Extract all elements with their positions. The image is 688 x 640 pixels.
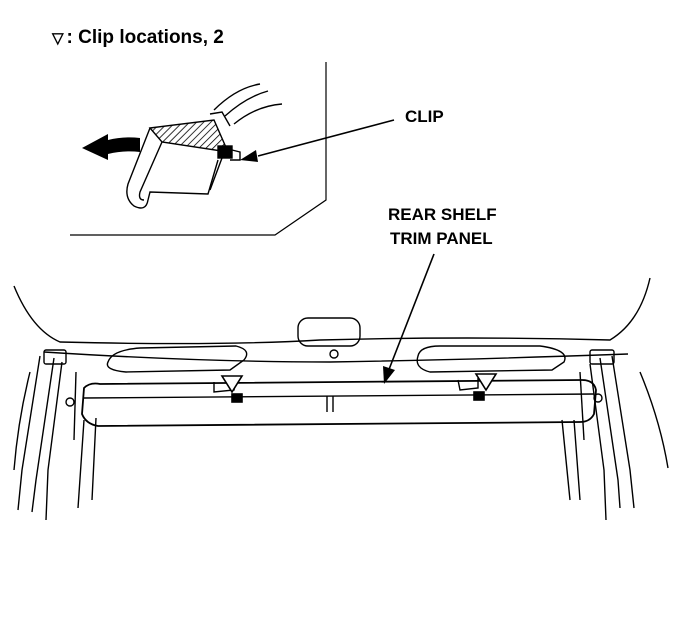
left-pillar: [17, 355, 41, 511]
right-panel-bolt: [593, 393, 603, 403]
inset-frame: [70, 62, 327, 236]
headliner-outline: [13, 277, 651, 345]
rear-shelf-trim-panel: [81, 379, 597, 427]
panel-leader: [383, 253, 435, 384]
detail-inset: [70, 62, 327, 236]
removal-direction-arrow-icon: [82, 134, 140, 160]
legend-text: : Clip locations, 2: [66, 27, 224, 48]
dome-light: [329, 349, 339, 359]
inset-body-rail: [213, 83, 261, 111]
panel-label-line1: REAR SHELF: [388, 205, 497, 224]
clip-location-markers: [220, 373, 498, 403]
clip-marker-left-icon: [220, 375, 244, 394]
right-belt-guide: [589, 349, 615, 365]
clip-leader: [240, 119, 395, 162]
right-recess: [416, 345, 566, 373]
clip-nub: [217, 145, 233, 159]
right-pillar: [611, 355, 635, 509]
left-recess: [106, 345, 248, 373]
rear-view-mirror: [297, 317, 361, 347]
clip-locations-legend: ▽: Clip locations, 2: [52, 27, 224, 50]
clip-marker-right-icon: [474, 373, 498, 392]
panel-center-tab: [326, 396, 334, 412]
vehicle-rear-interior: [13, 277, 669, 521]
clip-bracket-outline: [126, 127, 151, 209]
left-seat-back: [77, 417, 581, 509]
clip-bracket-hatched: [148, 119, 230, 153]
left-panel-bolt: [65, 397, 75, 407]
panel-label-line2: TRIM PANEL: [390, 229, 493, 248]
clip-location-triangle-icon: ▽: [52, 30, 64, 47]
clip-label: CLIP: [405, 107, 444, 126]
window-top-edge: [43, 351, 629, 363]
left-belt-guide: [43, 349, 67, 365]
